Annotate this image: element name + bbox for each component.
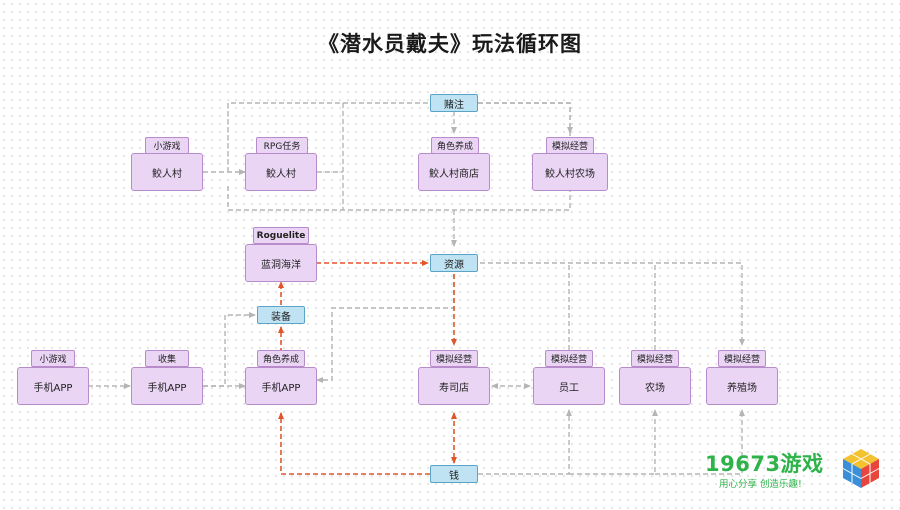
node-shark-village-shop: 鲛人村商店 [418,153,490,191]
node-tag: 模拟经营 [718,350,766,367]
node-tag: 模拟经营 [546,137,594,154]
edge-money-to-staff [478,409,572,475]
cube-icon [842,449,880,488]
edge-collect-to-equipment [203,312,256,387]
node-tag: RPG任务 [256,137,308,154]
node-tag: 小游戏 [31,350,75,367]
node-staff: 员工 [533,367,605,405]
hub-equipment: 装备 [257,306,305,324]
node-sushi-restaurant: 寿司店 [418,367,490,405]
node-tag: 模拟经营 [631,350,679,367]
node-tag: 小游戏 [145,137,189,154]
edge-bet-top-loop [227,102,430,172]
node-phone-app-character: 手机APP [245,367,317,405]
node-tag: 模拟经营 [430,350,478,367]
node-tag: 收集 [145,350,189,367]
node-phone-app-minigame: 手机APP [17,367,89,405]
node-blue-hole: 蓝洞海洋 [245,244,317,282]
site-logo: 19673游戏 用心分享 创造乐趣! [705,446,890,494]
hub-resources: 资源 [430,254,478,272]
edge-resources-to-phone-character [316,274,455,383]
edge-bet-to-farm [478,102,573,134]
edge-resources-to-fishery [480,262,745,346]
edge-money-to-farm [569,409,658,475]
node-tag: Roguelite [253,227,309,244]
node-shark-village-rpg: 鲛人村 [245,153,317,191]
logo-text: 19673游戏 [705,452,824,476]
node-tag: 模拟经营 [545,350,593,367]
node-shark-village-minigame: 鲛人村 [131,153,203,191]
hub-bet: 赌注 [430,94,478,112]
diagram-title: 《潜水员戴夫》玩法循环图 [318,32,582,56]
node-farm: 农场 [619,367,691,405]
node-tag: 角色养成 [257,350,305,367]
hub-money: 钱 [430,465,478,483]
node-shark-village-farm: 鲛人村农场 [532,153,608,191]
logo-slogan: 用心分享 创造乐趣! [719,479,802,490]
node-tag: 角色养成 [431,137,479,154]
node-fishery: 养殖场 [706,367,778,405]
node-phone-app-collect: 手机APP [131,367,203,405]
edge-money-to-fishery [655,409,745,475]
edge-money-to-phone-character [278,412,430,475]
